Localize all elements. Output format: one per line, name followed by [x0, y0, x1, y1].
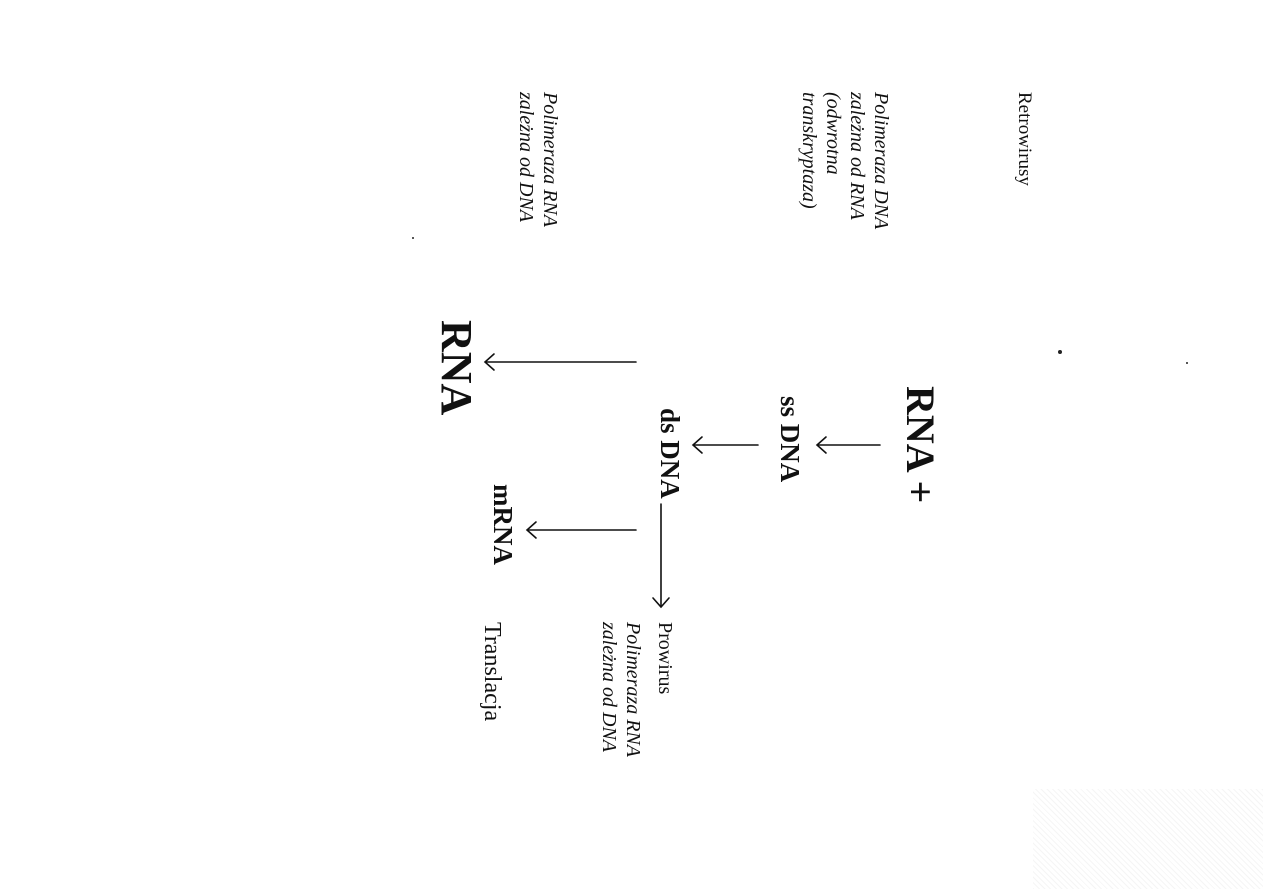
arrow-ds-dna-to-rna	[483, 353, 637, 371]
arrow-ds-dna-to-provirus	[652, 503, 670, 609]
scan-speck	[1058, 350, 1062, 354]
arrow-ds-dna-to-mrna	[525, 521, 637, 539]
scan-noise	[1033, 789, 1263, 889]
arrow-rna-plus-to-ss-dna	[815, 436, 881, 454]
arrow-ss-dna-to-ds-dna	[691, 436, 759, 454]
scan-speck	[412, 237, 414, 239]
scan-speck	[1186, 362, 1188, 364]
